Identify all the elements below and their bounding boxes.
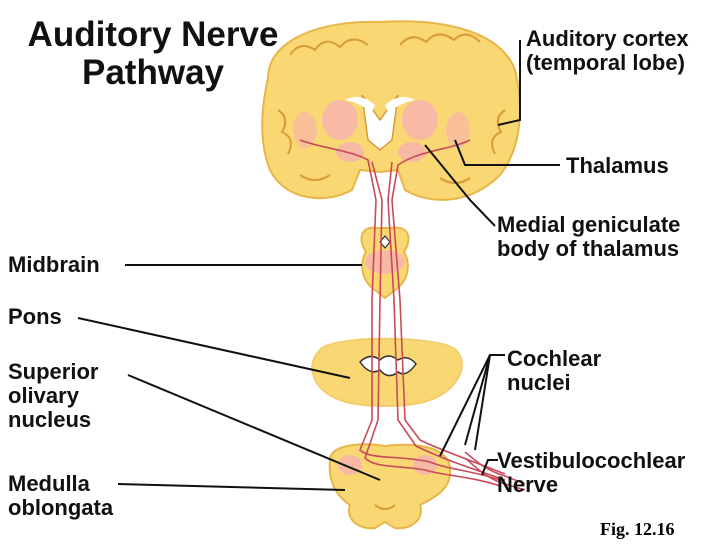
leader-pons	[77, 317, 351, 379]
medulla-section	[328, 443, 452, 530]
label-auditory-cortex-line1: Auditory cortex	[526, 26, 689, 51]
label-midbrain: Midbrain	[8, 252, 100, 277]
label-medial-geniculate-line1: Medial geniculate	[497, 212, 681, 237]
diagram-title: Auditory Nerve Pathway	[8, 16, 298, 92]
label-cochlear-nuclei: Cochlear nuclei	[507, 347, 601, 395]
label-medulla-oblongata: Medulla oblongata	[8, 472, 113, 520]
title-line-1: Auditory Nerve	[27, 15, 279, 54]
label-medial-geniculate: Medial geniculate body of thalamus	[497, 213, 680, 261]
nerve-fibers	[299, 139, 526, 491]
pons-section	[311, 337, 463, 407]
label-thalamus: Thalamus	[566, 153, 669, 178]
leader-cochlear-1	[464, 354, 505, 446]
label-vestibulo-line1: Vestibulocochlear	[497, 448, 686, 473]
figure-number: Fig. 12.16	[600, 519, 675, 539]
label-vestibulo-line2: Nerve	[497, 472, 559, 497]
leader-cochlear-2	[474, 354, 491, 451]
label-superior-line2: olivary	[8, 383, 79, 408]
label-superior-line3: nucleus	[8, 407, 92, 432]
cerebrum	[261, 20, 521, 201]
label-medulla-line2: oblongata	[8, 495, 114, 520]
label-medial-geniculate-line2: body of thalamus	[497, 236, 680, 261]
label-vestibulocochlear-nerve: Vestibulocochlear Nerve	[497, 449, 685, 497]
leader-superior-olivary	[127, 374, 381, 481]
title-line-2: Pathway	[82, 53, 224, 92]
label-auditory-cortex: Auditory cortex (temporal lobe)	[526, 27, 689, 75]
midbrain-section	[360, 226, 410, 300]
label-cochlear-line1: Cochlear	[507, 346, 602, 371]
label-cochlear-line2: nuclei	[507, 370, 571, 395]
leader-cochlear-3	[439, 354, 491, 457]
label-pons: Pons	[8, 304, 62, 329]
label-medulla-line1: Medulla	[8, 471, 90, 496]
label-superior-line1: Superior	[8, 359, 99, 384]
leader-vestibulocochlear	[481, 459, 498, 476]
leader-auditory-cortex	[497, 40, 521, 126]
label-superior-olivary-nucleus: Superior olivary nucleus	[8, 360, 98, 432]
leader-medulla	[117, 483, 346, 491]
leader-thalamus	[454, 139, 560, 166]
leader-medial-geniculate	[424, 144, 496, 227]
label-auditory-cortex-line2: (temporal lobe)	[526, 50, 685, 75]
leader-lines	[77, 40, 560, 491]
